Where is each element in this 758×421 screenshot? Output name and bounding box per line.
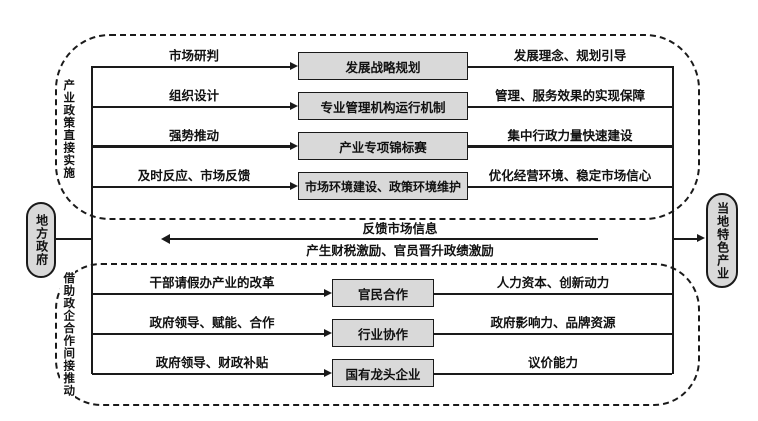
- flow-label: 及时反应、市场反馈: [137, 169, 251, 183]
- flow-label: 人力资本、创新动力: [496, 276, 610, 290]
- arrowhead-right-icon: [697, 234, 705, 242]
- connector-line: [92, 186, 292, 188]
- connector-line: [468, 186, 672, 188]
- connector-line: [434, 373, 672, 375]
- process-box: 行业协作: [332, 319, 434, 347]
- flow-label: 发展理念、规划引导: [513, 49, 627, 63]
- feedback-label-bottom: 产生财税激励、官员晋升政绩激励: [306, 244, 494, 258]
- connector-line: [92, 145, 292, 148]
- arrowhead-right-icon: [324, 329, 332, 337]
- connector-line: [92, 106, 292, 108]
- right-node-connector: [674, 238, 698, 240]
- flow-label: 组织设计: [168, 89, 219, 103]
- flow-label: 管理、服务效果的实现保障: [494, 89, 645, 103]
- left-node-connector: [56, 238, 91, 240]
- arrowhead-left-icon: [161, 234, 170, 244]
- process-box: 市场环境建设、政策环境维护: [298, 172, 468, 200]
- connector-line: [468, 106, 672, 108]
- connector-line: [92, 333, 326, 335]
- flow-label: 政府影响力、品牌资源: [490, 316, 616, 330]
- connector-line: [434, 333, 672, 335]
- process-box: 产业专项锦标赛: [298, 132, 468, 160]
- flow-label: 优化经营环境、稳定市场信心: [488, 169, 652, 183]
- arrowhead-right-icon: [290, 62, 298, 70]
- connector-line: [468, 145, 672, 148]
- top-group-side-label: 产业政策直接实施: [60, 77, 76, 181]
- arrowhead-right-icon: [324, 369, 332, 377]
- process-box: 官民合作: [332, 279, 434, 307]
- flow-label: 集中行政力量快速建设: [507, 129, 633, 143]
- feedback-label-top: 反馈市场信息: [362, 222, 438, 236]
- arrowhead-right-icon: [290, 102, 298, 110]
- flow-label: 政府领导、财政补贴: [155, 356, 269, 370]
- arrowhead-right-icon: [290, 142, 298, 150]
- flow-label: 政府领导、赋能、合作: [149, 316, 275, 330]
- flow-label: 市场研判: [168, 49, 219, 63]
- flow-label: 议价能力: [527, 356, 578, 370]
- flow-label: 干部请假办产业的改革: [149, 276, 275, 290]
- process-box: 发展战略规划: [298, 52, 468, 80]
- cooperation-group-frame: [55, 263, 700, 406]
- connector-line: [92, 66, 292, 68]
- left-spine-line: [91, 66, 93, 374]
- direct-policy-group-frame: [55, 34, 700, 220]
- right-spine-line: [672, 66, 674, 374]
- local-government-node: 地方政府: [26, 202, 56, 278]
- arrowhead-right-icon: [324, 289, 332, 297]
- feedback-arrow-line: [169, 238, 598, 241]
- process-box: 专业管理机构运行机制: [298, 92, 468, 120]
- local-government-label: 地方政府: [34, 214, 49, 266]
- bottom-group-side-label: 借助政企合作间接推动: [60, 270, 76, 399]
- connector-line: [468, 66, 672, 68]
- local-industry-label: 当地特色产业: [715, 201, 730, 280]
- local-industry-node: 当地特色产业: [706, 193, 738, 288]
- connector-line: [92, 373, 326, 375]
- connector-line: [92, 293, 326, 295]
- arrowhead-right-icon: [290, 182, 298, 190]
- connector-line: [434, 293, 672, 295]
- process-box: 国有龙头企业: [332, 359, 434, 387]
- flow-label: 强势推动: [168, 129, 219, 143]
